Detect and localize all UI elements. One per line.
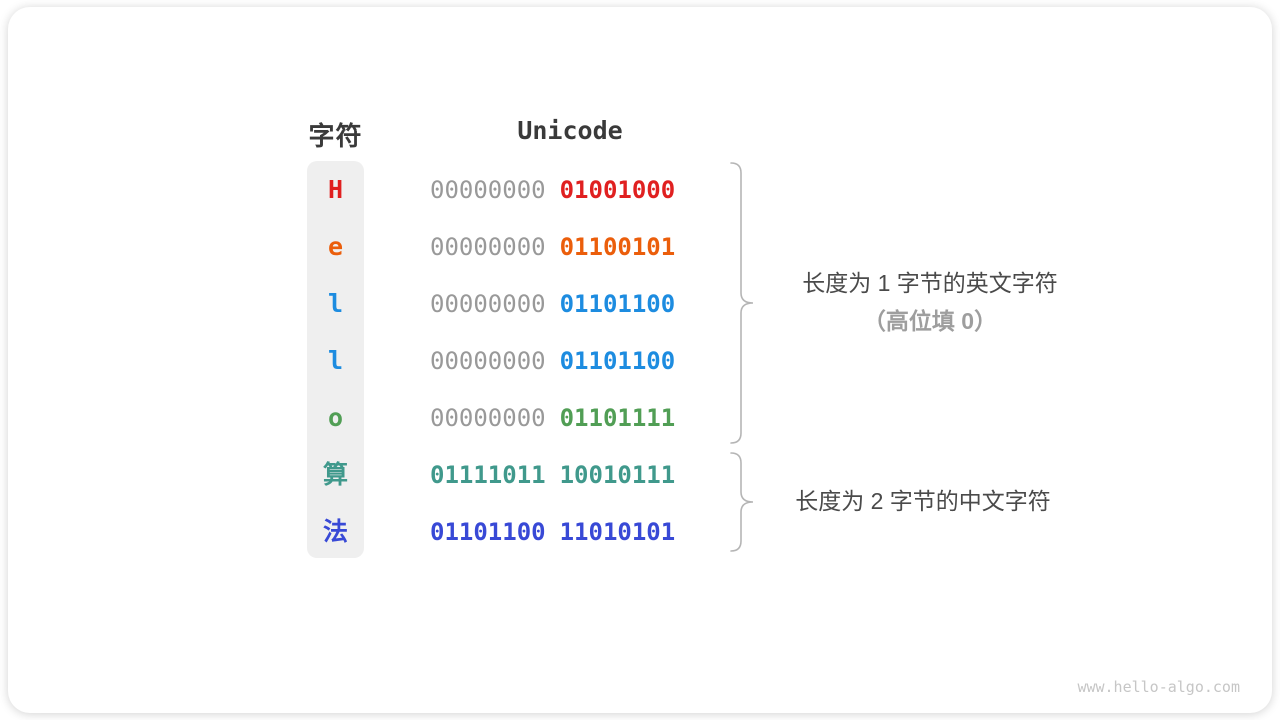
high-byte: 01111011 [430,461,546,489]
character-cell: l [327,289,344,318]
character-cell: o [327,403,344,432]
low-byte: 10010111 [559,461,676,489]
annotation-chinese-line1: 长度为 2 字节的中文字符 [795,488,1051,514]
low-byte: 01101100 [559,347,676,375]
column-header-character: 字符 [308,121,363,151]
character-column-background [307,161,364,558]
diagram-card [8,7,1272,713]
high-byte: 00000000 [430,347,546,375]
high-byte: 01101100 [430,518,546,546]
unicode-binary: 01101100 11010101 [430,504,675,560]
brace-chinese-group [730,452,754,552]
high-byte: 00000000 [430,233,546,261]
annotation-english-chars: 长度为 1 字节的英文字符 （高位填 0） [755,264,1105,340]
watermark-url: www.hello-algo.com [1077,678,1240,696]
brace-english-group [730,162,754,444]
high-byte: 00000000 [430,290,546,318]
low-byte: 11010101 [559,518,676,546]
unicode-binary: 00000000 01101100 [430,333,675,389]
character-cell: 算 [322,460,348,489]
unicode-binary: 00000000 01101100 [430,276,675,332]
unicode-binary: 01111011 10010111 [430,447,675,503]
low-byte: 01001000 [559,176,676,204]
character-cell: l [327,346,344,375]
character-cell: H [327,175,344,204]
column-header-unicode: Unicode [517,116,623,145]
character-cell: e [327,232,344,261]
high-byte: 00000000 [430,404,546,432]
unicode-binary: 00000000 01101111 [430,390,675,446]
unicode-binary: 00000000 01001000 [430,162,675,218]
high-byte: 00000000 [430,176,546,204]
annotation-english-line1: 长度为 1 字节的英文字符 [802,270,1058,296]
low-byte: 01100101 [559,233,676,261]
unicode-binary: 00000000 01100101 [430,219,675,275]
character-cell: 法 [322,517,348,546]
low-byte: 01101111 [559,404,676,432]
annotation-chinese-chars: 长度为 2 字节的中文字符 [753,482,1093,520]
annotation-english-line2: （高位填 0） [862,308,998,334]
low-byte: 01101100 [559,290,676,318]
